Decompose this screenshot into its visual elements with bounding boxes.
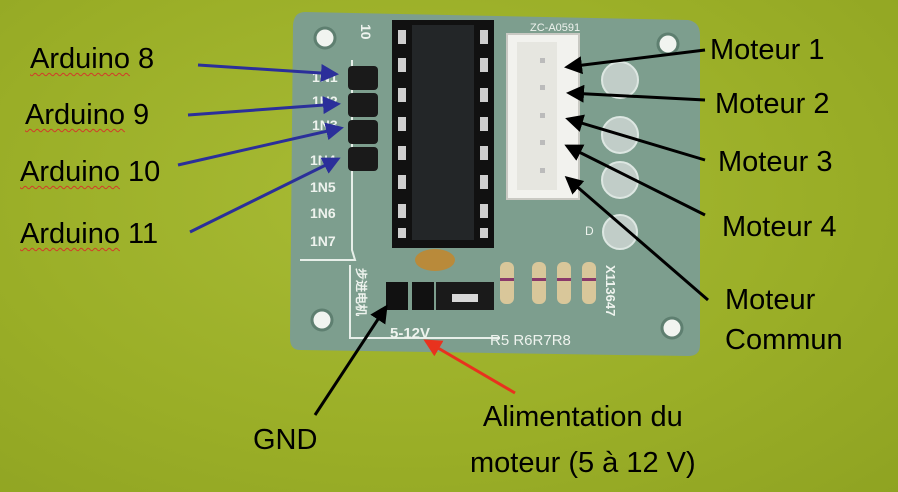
label-arduino-10: Arduino 10 — [20, 156, 160, 188]
output-arrows — [313, 48, 709, 416]
capacitor — [415, 249, 455, 271]
arrow-arduino-8 — [197, 63, 339, 83]
arrow-moteur-4 — [564, 144, 706, 217]
label-moteur-4: Moteur 4 — [722, 211, 837, 243]
power-jumper — [386, 282, 494, 310]
input-arrows — [177, 63, 344, 234]
resistors — [500, 262, 596, 304]
label-line: Alimentation du — [482, 401, 683, 433]
silk-1n7: 1N7 — [310, 233, 336, 249]
label-pin: 10 — [128, 156, 161, 188]
silk-connector: ZC-A0591 — [530, 22, 580, 34]
arrow-arduino-10 — [177, 122, 344, 167]
label-word: Arduino — [30, 43, 130, 75]
label-word: Arduino — [20, 218, 120, 250]
label-pin: 9 — [133, 99, 150, 131]
arrow-moteur-3 — [565, 114, 706, 162]
label-arduino-9: Arduino 9 — [25, 99, 149, 131]
silk-1n5: 1N5 — [310, 179, 336, 195]
label-moteur-1: Moteur 1 — [710, 34, 825, 66]
arrow-arduino-9 — [187, 96, 341, 117]
label-word: Arduino — [20, 156, 120, 188]
label-arduino-11: Arduino 11 — [20, 218, 158, 250]
socket-pins — [398, 30, 488, 238]
label-line: Moteur — [725, 284, 816, 316]
input-header — [348, 66, 378, 171]
label-moteur-2: Moteur 2 — [715, 88, 830, 120]
ic-chip — [412, 25, 474, 240]
silk-top-left: 10 — [358, 24, 374, 40]
mounting-holes — [310, 26, 684, 340]
label-moteur-3: Moteur 3 — [718, 146, 833, 178]
arrow-moteur-commun — [564, 176, 709, 302]
arrow-power — [423, 339, 516, 395]
arrow-gnd — [313, 304, 388, 416]
label-pin: 8 — [138, 43, 155, 75]
silk-voltage: 5-12V — [390, 325, 430, 342]
label-arduino-8: Arduino 8 — [30, 43, 154, 75]
label-word: Arduino — [25, 99, 125, 131]
arrow-moteur-1 — [564, 48, 706, 75]
arrow-moteur-2 — [566, 84, 706, 103]
silk-resistors: R5 R6R7R8 — [490, 332, 571, 349]
label-line: moteur (5 à 12 V) — [470, 447, 696, 479]
label-gnd: GND — [253, 424, 318, 456]
silk-chinese: 步进电机 — [354, 268, 369, 316]
silk-1n6: 1N6 — [310, 205, 336, 221]
silk-led-mark: D — [585, 224, 594, 238]
label-power: Alimentation du moteur (5 à 12 V) — [470, 394, 696, 486]
label-pin: 11 — [128, 218, 159, 250]
label-line: Commun — [725, 324, 843, 356]
silk-board-id: X113647 — [603, 265, 618, 316]
arrow-arduino-11 — [189, 157, 341, 234]
